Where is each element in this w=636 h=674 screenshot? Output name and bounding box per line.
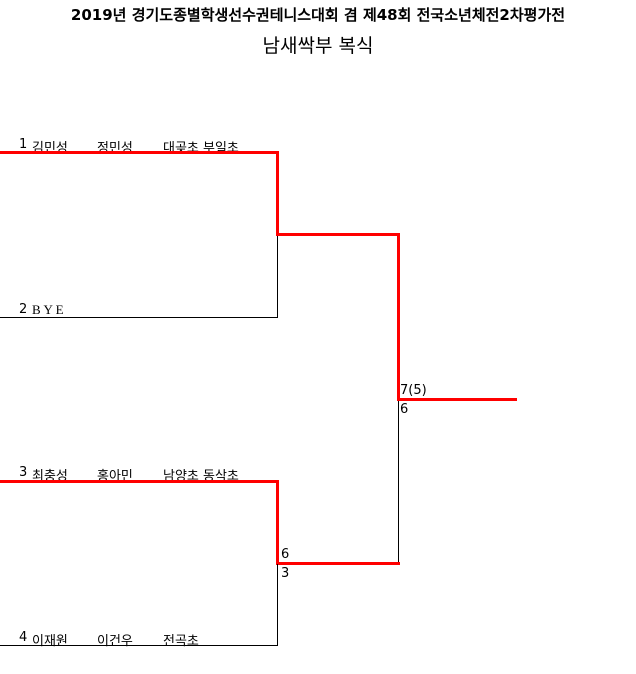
page-subtitle: 남새싹부 복식 xyxy=(262,35,374,57)
bracket-line xyxy=(398,400,399,564)
bracket-line xyxy=(0,151,279,154)
bracket-line xyxy=(277,564,278,646)
score: 6 xyxy=(400,402,409,417)
seed: 2 xyxy=(19,302,28,317)
bracket-line xyxy=(0,645,278,646)
bracket-line xyxy=(397,233,400,400)
bracket-line xyxy=(276,562,400,565)
bracket-line xyxy=(0,480,279,483)
player1: B Y E xyxy=(32,302,64,317)
bracket-line xyxy=(397,398,517,401)
page-title: 2019년 경기도종별학생선수권테니스대회 겸 제48회 전국소년체전2차평가전 xyxy=(70,6,566,24)
bracket-line xyxy=(276,151,279,236)
seed: 1 xyxy=(19,137,28,152)
bracket-line xyxy=(0,317,278,318)
player1: 이재원 xyxy=(32,634,68,649)
score: 3 xyxy=(281,566,290,581)
player2: 이건우 xyxy=(97,634,133,649)
seed: 4 xyxy=(19,630,28,645)
bracket-line xyxy=(276,233,400,236)
bracket-line xyxy=(277,235,278,318)
bracket-line xyxy=(276,480,279,565)
score: 7(5) xyxy=(400,383,427,398)
school: 전곡초 xyxy=(163,634,199,649)
score: 6 xyxy=(281,547,290,562)
seed: 3 xyxy=(19,465,28,480)
